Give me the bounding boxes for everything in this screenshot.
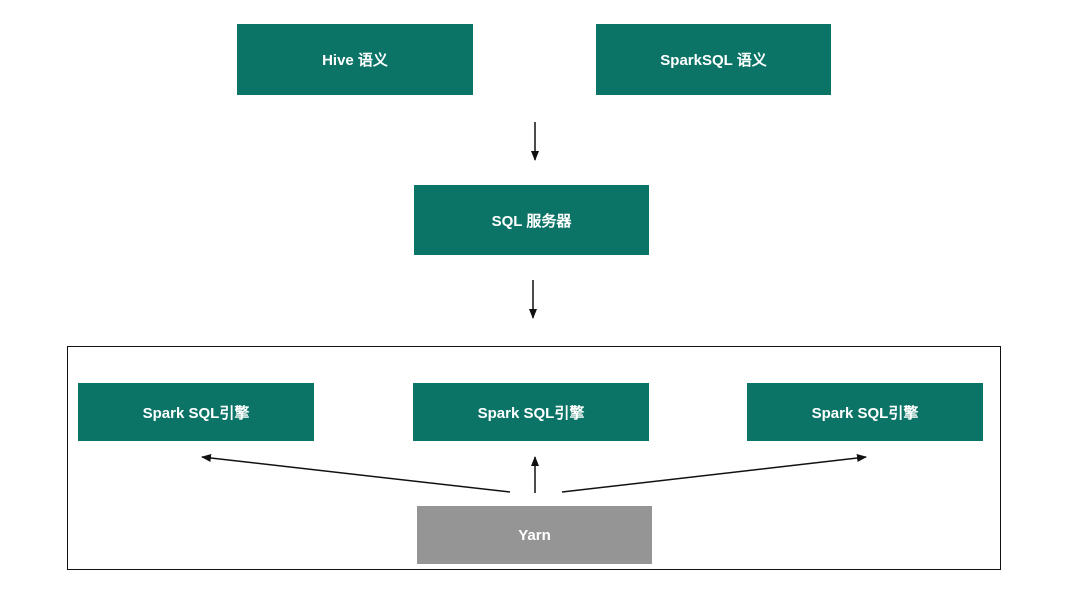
spark-sql-engine-label-3: Spark SQL引擎 <box>811 404 919 422</box>
spark-sql-engine-label-2: Spark SQL引擎 <box>477 404 585 422</box>
hive-semantics-box: Hive 语义 <box>237 24 473 95</box>
spark-sql-engine-box-3: Spark SQL引擎 <box>747 383 983 441</box>
engine-cluster-frame <box>67 346 1001 570</box>
spark-sql-engine-box-2: Spark SQL引擎 <box>413 383 649 441</box>
spark-sql-engine-box-1: Spark SQL引擎 <box>78 383 314 441</box>
sql-server-box: SQL 服务器 <box>414 185 649 255</box>
arrow-yarn-to-engine-1 <box>201 454 511 493</box>
hive-semantics-label: Hive 语义 <box>322 52 388 69</box>
yarn-box: Yarn <box>417 506 652 564</box>
spark-sql-engine-label-1: Spark SQL引擎 <box>142 404 250 422</box>
sql-server-label: SQL 服务器 <box>491 212 572 230</box>
sparksql-semantics-box: SparkSQL 语义 <box>596 24 831 95</box>
sparksql-semantics-label: SparkSQL 语义 <box>660 52 767 69</box>
yarn-label: Yarn <box>518 526 551 544</box>
arrow-yarn-to-engine-3 <box>561 454 867 493</box>
